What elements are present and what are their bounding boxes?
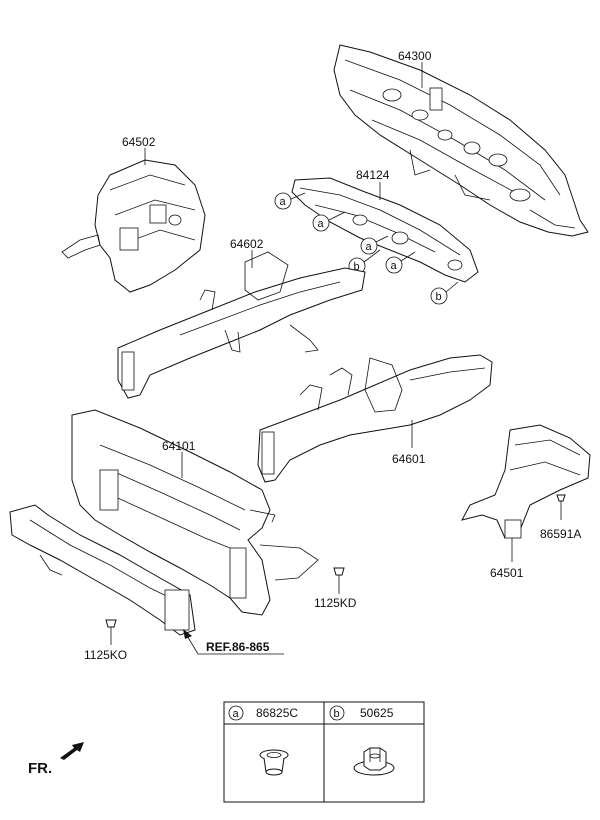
svg-text:a: a <box>318 218 325 230</box>
fr-arrow-icon <box>60 742 84 760</box>
nut-50625-drawing <box>353 747 395 776</box>
svg-text:a: a <box>280 196 287 208</box>
dash-panel-64300: 64300 <box>333 44 589 237</box>
label-64300: 64300 <box>398 49 432 63</box>
legend-a-part-number: 86825C <box>256 706 298 720</box>
label-1125kd: 1125KD <box>314 596 357 610</box>
label-84124: 84124 <box>356 168 390 182</box>
ref-86-865: REF.86-865 <box>183 629 284 655</box>
radiator-support-64101: 64101 <box>71 409 319 616</box>
callout-b-2: b <box>430 281 459 305</box>
bolt-1125kd: 1125KD <box>314 567 357 610</box>
crossmember-84124: 84124 <box>291 168 479 283</box>
callout-a-3: a <box>360 235 389 255</box>
legend-a-letter: a <box>233 708 240 720</box>
legend-a-circle <box>228 705 244 721</box>
fastener-legend: a 86825C b 50625 <box>223 701 425 803</box>
label-86591a: 86591A <box>540 527 581 541</box>
fr-label: FR. <box>28 760 52 777</box>
callout-a-4: a <box>385 251 416 274</box>
bolt-1125ko: 1125KO <box>84 619 127 662</box>
label-ref: REF.86-865 <box>206 640 270 654</box>
legend-b-circle <box>329 705 345 721</box>
bolt-86591a: 86591A <box>540 494 581 541</box>
front-apron-64502: 64502 <box>61 135 206 293</box>
label-64601: 64601 <box>392 452 426 466</box>
legend-b-letter: b <box>334 708 340 720</box>
label-1125ko: 1125KO <box>84 648 127 662</box>
side-member-64601: 64601 <box>257 354 493 483</box>
svg-text:a: a <box>366 241 373 253</box>
label-64502: 64502 <box>122 135 156 149</box>
legend-b-part-number: 50625 <box>360 706 394 720</box>
svg-text:b: b <box>354 261 360 273</box>
front-apron-64501: 64501 <box>461 424 591 580</box>
callout-a-1: a <box>274 192 306 210</box>
svg-text:b: b <box>436 291 442 303</box>
clip-86825c-drawing <box>259 749 289 776</box>
side-member-64602: 64602 <box>117 237 366 399</box>
front-direction-marker: FR. <box>28 742 84 777</box>
svg-text:a: a <box>391 260 398 272</box>
label-64101: 64101 <box>162 439 196 453</box>
callout-a-2: a <box>312 211 346 232</box>
label-64602: 64602 <box>230 237 264 251</box>
label-64501: 64501 <box>490 566 524 580</box>
